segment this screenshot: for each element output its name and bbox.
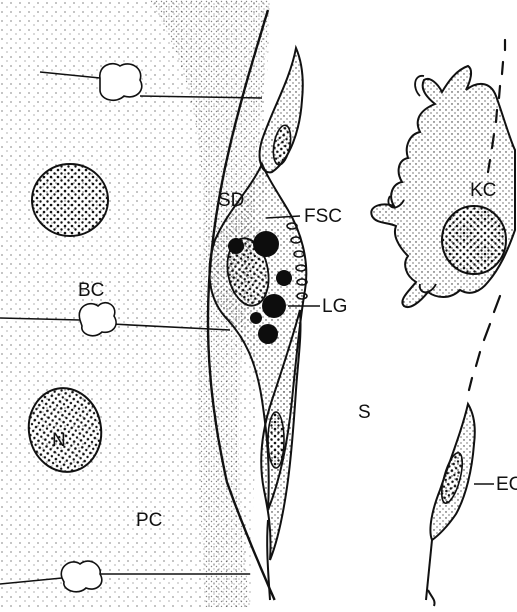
hepatocyte-nucleus-upper [32, 164, 108, 236]
label-fsc: FSC [304, 206, 342, 227]
label-bc: BC [78, 280, 104, 301]
label-kc: KC [470, 180, 496, 201]
kupffer-cell-nucleus [442, 206, 506, 274]
label-s: S [358, 402, 371, 423]
label-ec: EC [496, 474, 517, 495]
endothelial-cell-right-tail [426, 540, 435, 606]
label-sd: SD [218, 190, 244, 211]
label-pc: PC [136, 510, 162, 531]
label-lg: LG [322, 296, 347, 317]
label-n: N [52, 430, 66, 451]
endothelial-nucleus-lower-left [268, 412, 284, 468]
